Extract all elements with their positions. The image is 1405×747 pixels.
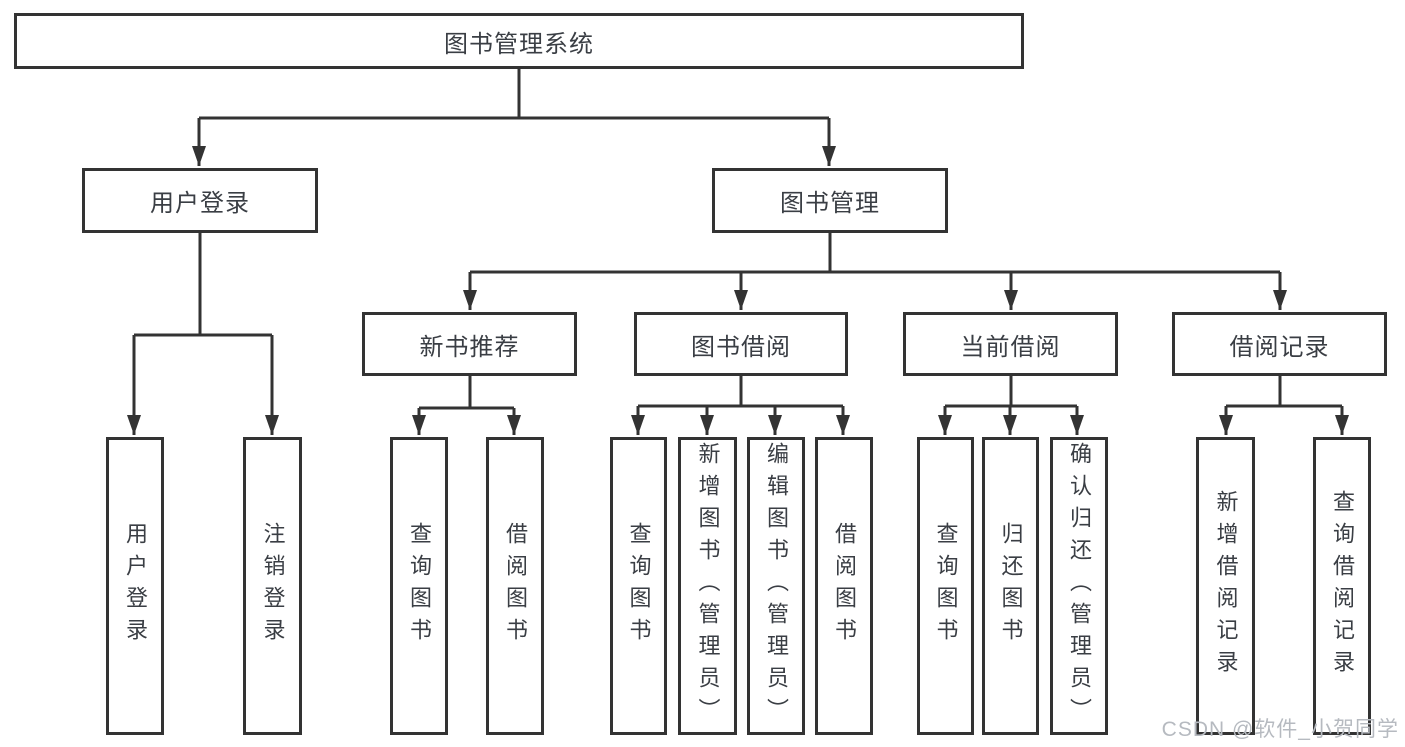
leaf-user-login: 用户登录 bbox=[106, 437, 164, 735]
leaf-borrow-books-recommend: 借阅图书 bbox=[486, 437, 544, 735]
node-label: 借阅图书 bbox=[503, 522, 528, 650]
leaf-query-books-recommend: 查询图书 bbox=[390, 437, 448, 735]
leaf-add-books-admin: 新增图书（管理员） bbox=[678, 437, 737, 735]
node-label: 当前借阅 bbox=[960, 333, 1061, 361]
node-label: 图书借阅 bbox=[691, 333, 791, 361]
leaf-query-books-borrow: 查询图书 bbox=[610, 437, 667, 735]
node-user-login: 用户登录 bbox=[82, 168, 318, 233]
node-label: 借阅图书 bbox=[832, 522, 857, 650]
leaf-query-borrow-record: 查询借阅记录 bbox=[1313, 437, 1371, 735]
node-label: 新增借阅记录 bbox=[1213, 490, 1239, 682]
node-label: 注销登录 bbox=[260, 522, 286, 650]
leaf-return-books: 归还图书 bbox=[982, 437, 1039, 735]
leaf-edit-books-admin: 编辑图书（管理员） bbox=[747, 437, 805, 735]
node-label: 新书推荐 bbox=[419, 333, 520, 361]
node-library-management-system: 图书管理系统 bbox=[14, 13, 1024, 69]
node-label: 图书管理 bbox=[780, 190, 880, 217]
node-current-borrowing: 当前借阅 bbox=[903, 312, 1118, 376]
node-book-borrowing: 图书借阅 bbox=[634, 312, 848, 376]
node-label: 编辑图书（管理员） bbox=[764, 442, 789, 730]
node-label: 用户登录 bbox=[123, 522, 148, 650]
node-label: 查询图书 bbox=[933, 522, 959, 650]
node-label: 新增图书（管理员） bbox=[695, 442, 721, 730]
node-borrowing-records: 借阅记录 bbox=[1172, 312, 1387, 376]
node-label: 查询图书 bbox=[407, 522, 432, 650]
leaf-logout: 注销登录 bbox=[243, 437, 302, 735]
node-label: 确认归还（管理员） bbox=[1067, 442, 1092, 730]
node-label: 用户登录 bbox=[150, 190, 250, 217]
node-book-management: 图书管理 bbox=[712, 168, 948, 233]
node-label: 归还图书 bbox=[998, 522, 1024, 650]
node-label: 查询借阅记录 bbox=[1330, 490, 1355, 682]
node-label: 借阅记录 bbox=[1229, 333, 1330, 361]
leaf-add-borrow-record: 新增借阅记录 bbox=[1196, 437, 1255, 735]
leaf-confirm-return-admin: 确认归还（管理员） bbox=[1050, 437, 1108, 735]
leaf-borrow-books: 借阅图书 bbox=[815, 437, 873, 735]
csdn-watermark: CSDN @软件_小贺同学 bbox=[1161, 718, 1399, 741]
node-new-book-recommendation: 新书推荐 bbox=[362, 312, 577, 376]
leaf-query-books-current: 查询图书 bbox=[917, 437, 974, 735]
node-label: 查询图书 bbox=[626, 522, 652, 650]
node-label: 图书管理系统 bbox=[444, 30, 594, 58]
